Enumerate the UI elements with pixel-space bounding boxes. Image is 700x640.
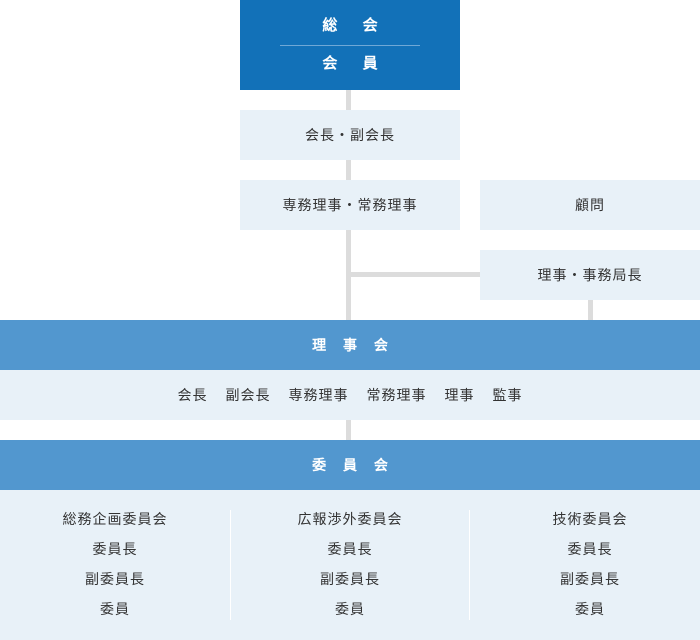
committee-name: 技術委員会: [552, 512, 628, 528]
board-member: 理事: [444, 388, 475, 404]
committee-columns: 総務企画委員会 委員長 副委員長 委員 広報渉外委員会 委員長 副委員長 委員 …: [0, 490, 700, 640]
board-member: 副会長: [225, 388, 271, 404]
committee-role: 委員長: [92, 542, 138, 558]
members-label: 会 員: [322, 54, 388, 72]
committee-general-affairs: 総務企画委員会 委員長 副委員長 委員: [0, 490, 230, 640]
column-divider: [469, 510, 470, 620]
committee-title-bar: 委 員 会: [0, 440, 700, 490]
connector-secretariat-down: [588, 300, 593, 320]
board-member: 監事: [492, 388, 523, 404]
committee-role: 委員: [575, 602, 605, 618]
committee-role: 委員長: [567, 542, 613, 558]
column-divider: [230, 510, 231, 620]
board-member: 専務理事: [288, 388, 349, 404]
committee-public-relations: 広報渉外委員会 委員長 副委員長 委員: [235, 490, 465, 640]
connector-horizontal-branch: [346, 272, 480, 277]
committee-title: 委 員 会: [312, 458, 394, 474]
committee-name: 総務企画委員会: [62, 512, 168, 528]
secretariat-box: 理事・事務局長: [480, 250, 700, 300]
chair-box: 会長・副会長: [240, 110, 460, 160]
board-title-bar: 理 事 会: [0, 320, 700, 370]
connector-board-to-committee: [346, 420, 351, 440]
board-members-row: 会長 副会長 専務理事 常務理事 理事 監事: [0, 370, 700, 420]
board-member: 会長: [177, 388, 208, 404]
committee-role: 委員: [335, 602, 365, 618]
committee-name: 広報渉外委員会: [297, 512, 403, 528]
committee-role: 副委員長: [320, 572, 380, 588]
committee-role: 委員: [100, 602, 130, 618]
board-title: 理 事 会: [312, 338, 394, 354]
committee-technical: 技術委員会 委員長 副委員長 委員: [475, 490, 700, 640]
committee-role: 副委員長: [85, 572, 145, 588]
committee-role: 委員長: [327, 542, 373, 558]
general-meeting-divider: [280, 45, 420, 46]
advisor-box: 顧問: [480, 180, 700, 230]
general-meeting-box: 総 会 会 員: [240, 0, 460, 90]
board-member: 常務理事: [366, 388, 427, 404]
committee-role: 副委員長: [560, 572, 620, 588]
general-meeting-label: 総 会: [322, 16, 388, 34]
executive-box: 専務理事・常務理事: [240, 180, 460, 230]
